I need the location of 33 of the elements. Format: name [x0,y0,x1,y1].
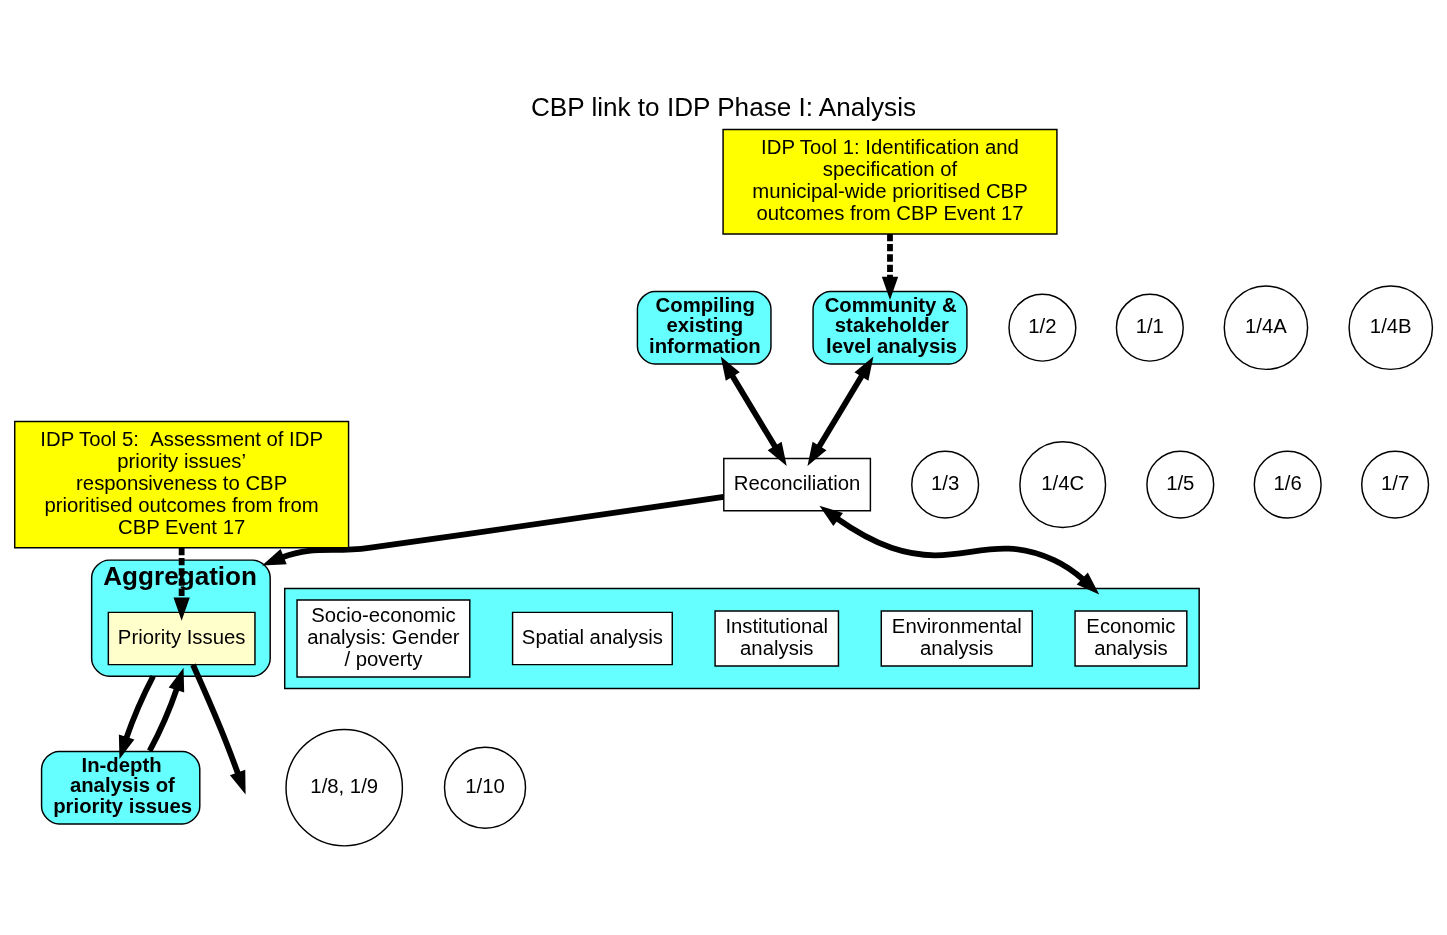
node-circle: 1/7 [1361,450,1430,519]
node-box: Reconciliation [723,457,872,512]
node-box: IDP Tool 5: Assessment of IDP priority issues’ responsiveness to CBP prioritised outcomes from from CBP Event 17 [14,420,350,549]
node-circle: 1/4B [1348,285,1434,371]
node-box: Priority Issues [107,611,256,666]
cluster [284,587,1200,690]
arrow [118,674,156,760]
node-circle: 1/8, 1/9 [285,728,404,847]
node-circle: 1/6 [1253,450,1322,519]
node-circle: 1/2 [1008,293,1077,362]
node-circle: 1/1 [1115,293,1184,362]
node-box: In-depth analysis of priority issues [40,750,201,825]
arrow [807,356,874,466]
arrow [173,547,190,621]
node-box: Economic analysis [1074,610,1188,667]
node-circle: 1/4C [1019,441,1107,529]
arrow [819,505,1100,595]
arrow [262,494,725,566]
node-circle: 1/4A [1223,285,1309,371]
node-box: Environmental analysis [880,610,1033,667]
node-box: Socio-economic analysis: Gender / poverty [296,599,471,678]
diagram-title: CBP link to IDP Phase I: Analysis [530,91,917,122]
arrow [720,356,787,466]
node-box: Compiling existing information [636,290,772,365]
node-box: IDP Tool 1: Identification and specification of municipal-wide prioritised CBP outcomes from CBP Event 17 [722,128,1058,235]
arrow [881,234,899,301]
arrow [147,667,185,753]
node-box: Institutional analysis [714,610,840,667]
node-circle: 1/5 [1146,450,1215,519]
node-circle: 1/10 [443,746,527,829]
node-box: Spatial analysis [511,611,673,666]
node-box: Community & stakeholder level analysis [812,290,968,365]
node-circle: 1/3 [911,450,980,519]
